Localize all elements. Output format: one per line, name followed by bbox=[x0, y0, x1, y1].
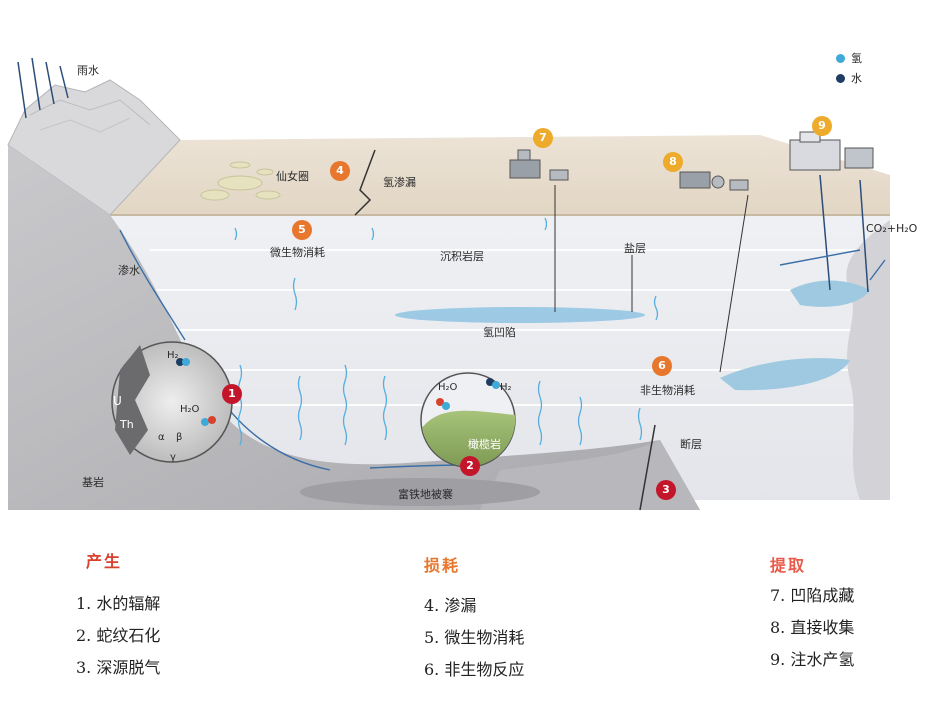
label-inset2-h2: H₂ bbox=[500, 382, 512, 393]
label-fault: 断层 bbox=[680, 438, 702, 451]
extraction-item-2: 8. 直接收集 bbox=[770, 618, 855, 637]
label-thorium: Th bbox=[120, 418, 134, 431]
rain-arrows bbox=[17, 57, 69, 119]
label-rain: 雨水 bbox=[77, 64, 99, 77]
legend-water-dot bbox=[836, 74, 845, 83]
column-title-production: 产生 bbox=[86, 552, 123, 571]
label-gamma: γ bbox=[170, 452, 176, 463]
label-salt-layer: 盐层 bbox=[624, 242, 646, 255]
label-inset1-h2o: H₂O bbox=[180, 404, 200, 415]
label-abiotic-consumption: 非生物消耗 bbox=[640, 384, 695, 397]
badge-9: 9 bbox=[812, 116, 832, 136]
label-beta: β bbox=[176, 432, 183, 443]
column-title-extraction: 提取 bbox=[770, 556, 807, 575]
label-microbial-consumption: 微生物消耗 bbox=[270, 246, 325, 259]
label-bedrock: 基岩 bbox=[82, 476, 104, 489]
collector-8 bbox=[679, 171, 749, 191]
badge-2: 2 bbox=[460, 456, 480, 476]
loss-item-3: 6. 非生物反应 bbox=[424, 660, 525, 679]
badge-3: 3 bbox=[656, 480, 676, 500]
badge-6: 6 bbox=[652, 356, 672, 376]
loss-item-1: 4. 渗漏 bbox=[424, 596, 477, 615]
extraction-item-3: 9. 注水产氢 bbox=[770, 650, 855, 669]
production-item-2: 2. 蛇纹石化 bbox=[76, 626, 161, 645]
column-title-loss: 损耗 bbox=[424, 556, 461, 575]
badge-7: 7 bbox=[533, 128, 553, 148]
legend-water-label: 水 bbox=[851, 72, 862, 85]
radiolysis-inset bbox=[111, 341, 233, 463]
label-inset2-h2o: H₂O bbox=[438, 382, 458, 393]
label-inset1-h2: H₂ bbox=[167, 350, 179, 361]
right-cave bbox=[846, 175, 890, 500]
label-olivine: 橄榄岩 bbox=[468, 438, 501, 451]
label-co2-h2o: CO₂+H₂O bbox=[866, 222, 918, 235]
extraction-item-1: 7. 凹陷成藏 bbox=[770, 586, 855, 605]
badge-4: 4 bbox=[330, 161, 350, 181]
hydrogen-rise-lines bbox=[234, 217, 659, 446]
plant-9 bbox=[789, 131, 874, 171]
legend-hydrogen-dot bbox=[836, 54, 845, 63]
production-item-3: 3. 深源脱气 bbox=[76, 658, 161, 677]
drilling-rig-7 bbox=[509, 149, 569, 181]
label-alpha: α bbox=[158, 432, 165, 443]
label-fairy-circle: 仙女圈 bbox=[276, 170, 309, 183]
legend-hydrogen-label: 氢 bbox=[851, 52, 862, 65]
label-uranium: U bbox=[113, 394, 122, 408]
label-hydrogen-trap: 氢凹陷 bbox=[483, 326, 516, 339]
label-iron-ridge: 富铁地被褰 bbox=[398, 488, 453, 501]
badge-5: 5 bbox=[292, 220, 312, 240]
badge-1: 1 bbox=[222, 384, 242, 404]
label-seepage: 渗水 bbox=[118, 264, 140, 277]
badge-8: 8 bbox=[663, 152, 683, 172]
ground-surface bbox=[110, 135, 890, 215]
hydrogen-trap-lens bbox=[395, 307, 645, 323]
production-item-1: 1. 水的辐解 bbox=[76, 594, 161, 613]
loss-item-2: 5. 微生物消耗 bbox=[424, 628, 525, 647]
label-hydrogen-leak: 氢渗漏 bbox=[383, 176, 416, 189]
label-sedimentary-rock: 沉积岩层 bbox=[440, 250, 484, 263]
fairy-circles bbox=[200, 161, 281, 201]
serpentinization-inset bbox=[420, 372, 516, 468]
